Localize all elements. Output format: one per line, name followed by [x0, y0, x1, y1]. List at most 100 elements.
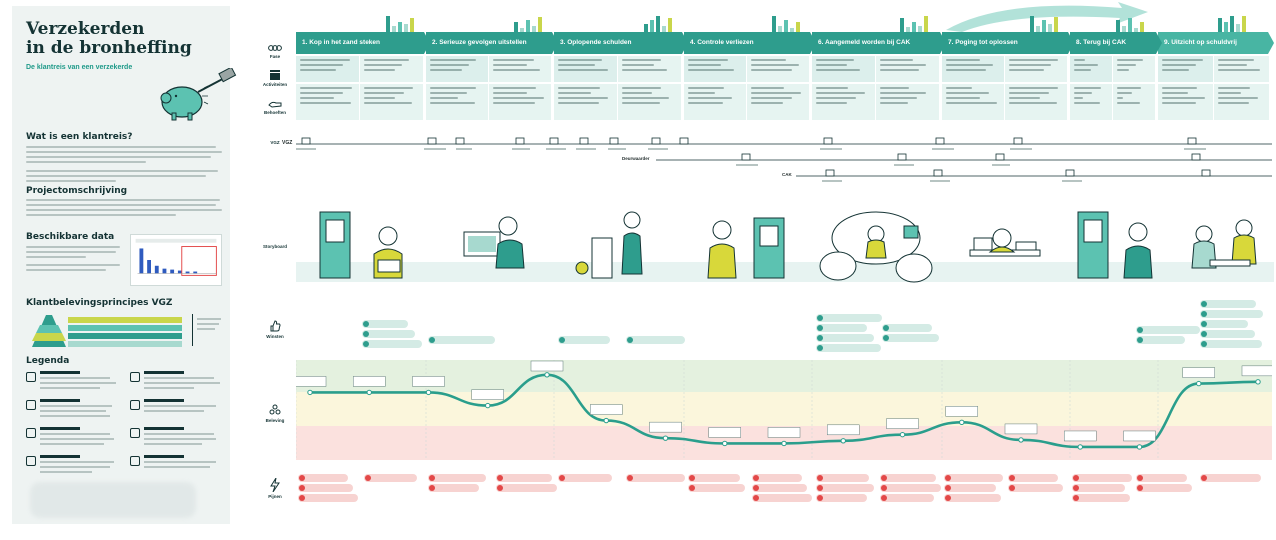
win-icon: [817, 315, 823, 321]
activity-cell: [812, 56, 876, 82]
row-label-behoeften: Behoeften: [258, 100, 292, 115]
need-cell: [876, 84, 940, 120]
win-badge: [362, 340, 422, 348]
pain-badge: [752, 474, 802, 482]
storyboard-scene-7: [1077, 211, 1153, 279]
activity-cell: [1005, 56, 1068, 82]
win-badge: [1200, 340, 1262, 348]
pain-badge: [752, 494, 812, 502]
stage-6: 6. Aangemeld worden bij CAK: [812, 32, 946, 54]
paragraph-klantreis: [26, 146, 222, 185]
stage-2-label: 2. Serieuze gevolgen uitstellen: [432, 39, 527, 46]
pain-badge: [1136, 484, 1192, 492]
storyboard-floor: [296, 262, 1274, 282]
pain-badge: [688, 484, 745, 492]
stage-7: 7. Poging tot oplossen: [942, 32, 1074, 54]
poster-title: Verzekerden in de bronheffing: [26, 20, 222, 58]
row-label-storyboard: Storyboard: [258, 244, 292, 249]
section-heading-projectomschrijving: Projectomschrijving: [26, 186, 128, 196]
pain-icon: [945, 475, 951, 481]
pain-badge: [944, 474, 1003, 482]
phase-header-row: 1. Kop in het zand steken 2. Serieuze ge…: [296, 16, 1274, 54]
pain-badge: [1200, 474, 1261, 482]
win-badge: [362, 330, 415, 338]
stage-9-indicator: [1218, 14, 1258, 32]
win-icon: [429, 337, 435, 343]
need-cell: [296, 84, 360, 120]
row-label-fase: Fase: [258, 44, 292, 59]
hand-icon: [268, 101, 282, 108]
stage-7-label: 7. Poging tot oplossen: [948, 39, 1018, 46]
pain-badge: [816, 494, 867, 502]
row-label-fase-text: Fase: [269, 54, 281, 59]
wins-row: [296, 300, 1274, 352]
win-icon: [363, 331, 369, 337]
pain-badge: [496, 484, 557, 492]
stage-4-indicator: [772, 14, 812, 32]
win-icon: [363, 321, 369, 327]
experience-point: [840, 438, 846, 444]
experience-point: [662, 435, 669, 441]
legend-item-storyboard: [130, 399, 226, 424]
row-label-activiteiten-text: Activiteiten: [262, 82, 288, 87]
paragraph-data: [26, 246, 122, 274]
pain-icon: [1073, 495, 1079, 501]
pain-badge: [816, 484, 874, 492]
activity-cell: [876, 56, 940, 82]
experience-quote-box: [1123, 430, 1156, 442]
title-line-1: Verzekerden: [26, 19, 145, 39]
pain-icon: [817, 485, 823, 491]
activity-cell: [747, 56, 810, 82]
pain-badge: [1008, 474, 1058, 482]
activity-cell: [1158, 56, 1214, 82]
legend-item-activiteiten: [26, 399, 122, 424]
pains-row: [296, 470, 1274, 526]
activity-cell: [554, 56, 618, 82]
activity-cell: [360, 56, 424, 82]
timeline-label-cak: CAK: [782, 172, 792, 177]
stage-8: 8. Terug bij CAK: [1070, 32, 1162, 54]
legend-fase-icon: [26, 372, 36, 382]
pain-badge: [1008, 484, 1063, 492]
need-cell: [1158, 84, 1214, 120]
pain-badge: [428, 474, 486, 482]
win-icon: [1137, 327, 1143, 333]
principles-pyramid: [32, 315, 182, 347]
need-cell: [1214, 84, 1270, 120]
pain-icon: [299, 485, 305, 491]
experience-quote-box: [649, 421, 682, 433]
activity-cell: [296, 56, 360, 82]
activities-needs-band: [296, 56, 1274, 122]
pain-icon: [817, 475, 823, 481]
section-heading-legenda: Legenda: [26, 356, 70, 366]
experience-point: [544, 372, 550, 378]
pain-badge: [752, 484, 807, 492]
need-cell: [426, 84, 489, 120]
win-badge: [1200, 300, 1256, 308]
pain-icon: [497, 475, 503, 481]
pain-icon: [1009, 485, 1015, 491]
legend-storyboard-icon: [130, 400, 140, 410]
win-icon: [817, 325, 823, 331]
win-badge: [816, 324, 867, 332]
experience-icon: [269, 404, 281, 415]
pain-badge: [1136, 474, 1187, 482]
activity-cell: [684, 56, 747, 82]
experience-point: [1255, 379, 1261, 385]
row-label-vgz: VGZ: [258, 140, 292, 145]
row-label-winsten-text: Winsten: [266, 334, 284, 339]
row-label-vgz-text: VGZ: [270, 140, 280, 145]
experience-quote-box: [296, 376, 327, 387]
pain-badge: [1072, 494, 1130, 502]
win-badge: [1136, 326, 1200, 334]
experience-point: [485, 402, 491, 409]
win-icon: [1201, 301, 1207, 307]
stage-9: 9. Uitzicht op schuldvrij: [1158, 32, 1274, 54]
pain-icon: [497, 485, 503, 491]
experience-quote-box: [767, 427, 801, 438]
pain-badge: [880, 494, 934, 502]
experience-quote-box: [945, 406, 978, 417]
stage-3: 3. Oplopende schulden: [554, 32, 688, 54]
win-badge: [816, 344, 881, 352]
stage-9-label: 9. Uitzicht op schuldvrij: [1164, 39, 1237, 46]
